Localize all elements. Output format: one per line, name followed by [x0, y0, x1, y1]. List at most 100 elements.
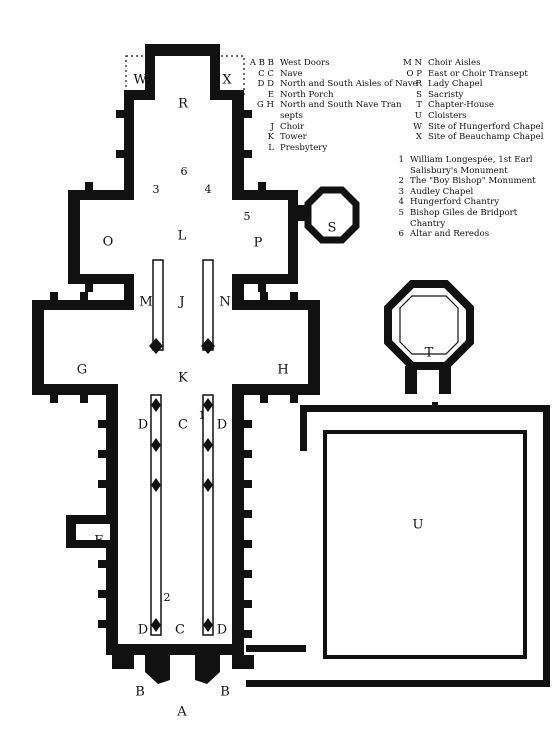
legend-desc: Altar and Reredos — [410, 229, 490, 240]
legend-row: Salisbury's Monument — [390, 166, 536, 177]
label-d-3: D — [138, 623, 148, 638]
label-d-1: D — [138, 418, 148, 433]
label-4: 4 — [205, 183, 212, 196]
legend-desc: East or Choir Transept — [428, 68, 528, 79]
legend-desc: Tower — [280, 132, 307, 143]
cathedral-body — [32, 44, 320, 655]
legend-row: M N Choir Aisles — [396, 58, 544, 69]
legend-code: L — [268, 142, 274, 153]
legend-code: A B B — [249, 58, 274, 68]
label-p: P — [254, 236, 263, 251]
legend-code: 4 — [398, 197, 404, 208]
legend-code: 6 — [398, 229, 404, 240]
legend-code: O P — [406, 68, 422, 79]
label-x: X — [222, 73, 232, 88]
label-t: T — [425, 346, 434, 361]
cloisters — [246, 405, 550, 687]
label-h: H — [277, 363, 288, 378]
legend-code: 2 — [398, 176, 404, 187]
label-n: N — [219, 295, 230, 310]
legend-code: G H — [256, 100, 274, 111]
legend-code: R — [415, 79, 422, 90]
legend-row: E North Porch — [248, 90, 418, 101]
label-c-south: C — [175, 623, 185, 638]
legend-row: 2 The "Boy Bishop" Monument — [390, 176, 536, 187]
legend-desc: Chapter-House — [428, 100, 494, 111]
legend-row: R Lady Chapel — [396, 79, 544, 90]
legend-desc: Lady Chapel — [428, 79, 483, 90]
legend-desc: Sacristy — [428, 89, 464, 100]
legend-code: 5 — [398, 207, 404, 218]
legend-desc: North and South Aisles of Nave — [280, 79, 418, 90]
label-5: 5 — [244, 210, 251, 223]
choir-stalls — [149, 259, 215, 354]
label-r: R — [178, 97, 189, 112]
legend-row: septs — [248, 111, 418, 122]
label-d-4: D — [217, 623, 227, 638]
legend-code: T — [416, 100, 422, 111]
legend-desc: Choir Aisles — [428, 58, 481, 68]
legend-row: T Chapter-House — [396, 100, 544, 111]
legend-code: 1 — [398, 155, 404, 165]
legend-code — [248, 111, 280, 122]
label-b-left: B — [135, 685, 145, 700]
legend-row: K Tower — [248, 132, 418, 143]
legend-code: K — [267, 132, 274, 143]
legend-row: 1 William Longespée, 1st Earl — [390, 155, 536, 166]
legend-desc: Hungerford Chantry — [410, 197, 500, 208]
label-o: O — [103, 235, 114, 250]
legend-desc: North and South Nave Tran — [280, 100, 402, 111]
legend-desc: Chantry — [410, 218, 446, 229]
label-l: L — [178, 229, 187, 244]
legend-desc: William Longespée, 1st Earl — [410, 155, 533, 165]
label-s: S — [328, 221, 337, 236]
legend-row: C C Nave — [248, 69, 418, 80]
label-a: A — [176, 705, 187, 720]
legend-code — [390, 219, 410, 230]
legend-desc: Nave — [280, 68, 303, 79]
legend-row: L Presbytery — [248, 143, 418, 154]
legend-desc: West Doors — [280, 58, 330, 68]
legend-code: W — [413, 121, 422, 132]
legend-desc: North Porch — [280, 89, 334, 100]
legend-row: 4 Hungerford Chantry — [390, 197, 536, 208]
legend-desc: Audley Chapel — [410, 186, 474, 197]
legend-code: 3 — [398, 186, 404, 197]
nave-piers — [150, 394, 214, 636]
legend-row: Chantry — [390, 219, 536, 230]
legend-code: M N — [402, 58, 422, 68]
legend-code: C C — [258, 68, 274, 79]
legend-desc: septs — [280, 110, 303, 121]
label-6: 6 — [181, 165, 188, 178]
legend-row: 6 Altar and Reredos — [390, 229, 536, 240]
legend-desc: Site of Beauchamp Chapel — [428, 132, 544, 143]
west-front — [112, 655, 254, 684]
label-u: U — [413, 518, 424, 533]
legend-row: X Site of Beauchamp Chapel — [396, 132, 544, 143]
legend-code — [390, 166, 410, 177]
label-g: G — [77, 363, 87, 378]
label-k: K — [178, 371, 188, 386]
legend-row: O P East or Choir Transept — [396, 69, 544, 80]
label-b-right: B — [220, 685, 230, 700]
label-d-2: D — [217, 418, 227, 433]
legend-desc: Presbytery — [280, 142, 328, 153]
legend-row: A B B West Doors — [248, 58, 418, 69]
label-1: 1 — [199, 409, 206, 422]
legend-code: X — [415, 132, 422, 143]
label-m: M — [139, 295, 152, 310]
label-2: 2 — [164, 591, 171, 604]
legend-code: J — [270, 121, 274, 132]
label-w: W — [133, 73, 147, 88]
legend-code: E — [267, 89, 274, 100]
legend-desc: The "Boy Bishop" Monument — [410, 176, 536, 187]
legend-row: 3 Audley Chapel — [390, 187, 536, 198]
